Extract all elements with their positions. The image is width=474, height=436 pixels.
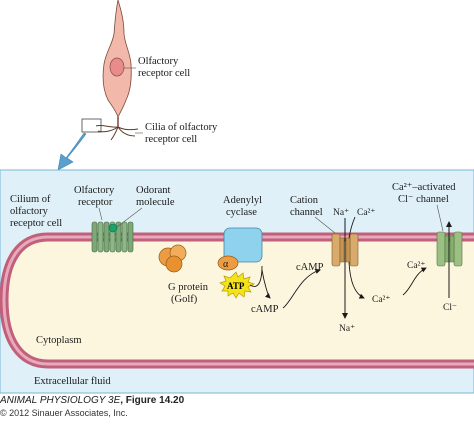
leader-line bbox=[98, 207, 103, 221]
leader-line bbox=[314, 216, 336, 234]
cl-channel-label-2: Cl⁻ channel bbox=[398, 194, 449, 205]
cl-channel-label-1: Ca²⁺–activated bbox=[392, 182, 456, 193]
ca-exit-arrow bbox=[348, 261, 365, 299]
alpha-label: α bbox=[223, 259, 229, 270]
cilium-line bbox=[110, 126, 119, 141]
cilium-line bbox=[97, 126, 119, 133]
receptor-cell-label-1: Olfactory bbox=[138, 56, 179, 67]
leader-line bbox=[116, 207, 143, 228]
g-alpha-subunit bbox=[217, 255, 239, 271]
camp-label-2: cAMP bbox=[296, 262, 324, 273]
figure-caption: ANIMAL PHYSIOLOGY 3E, Figure 14.20 bbox=[0, 395, 184, 406]
ca-right-label: Ca²⁺ bbox=[407, 261, 425, 271]
arrow-ca-to-cl bbox=[402, 267, 427, 296]
receptor-label-1: Olfactory bbox=[74, 185, 115, 196]
odorant-molecule bbox=[108, 223, 118, 233]
cation-channel bbox=[331, 233, 359, 267]
cyclase-label-1: Adenylyl bbox=[223, 195, 262, 206]
odorant-label-2: molecule bbox=[136, 197, 175, 208]
cilia-label-2: receptor cell bbox=[145, 134, 197, 145]
camp-label-1: cAMP bbox=[251, 304, 279, 315]
caption-title: ANIMAL PHYSIOLOGY 3E bbox=[0, 395, 121, 406]
cilium-line bbox=[95, 124, 119, 128]
ca-in-label: Ca²⁺ bbox=[357, 208, 375, 218]
cation-label-2: channel bbox=[290, 207, 323, 218]
zoom-arrow bbox=[57, 132, 87, 171]
cl-channel bbox=[436, 231, 463, 267]
caption-figure: , Figure 14.20 bbox=[120, 395, 185, 406]
cilium-interior bbox=[4, 237, 474, 364]
odorant-label-1: Odorant bbox=[136, 185, 170, 196]
cytoplasm-label: Cytoplasm bbox=[36, 335, 82, 346]
membrane-core bbox=[2, 235, 474, 366]
cilium-label-1: Cilium of bbox=[10, 194, 51, 205]
leader-line bbox=[436, 204, 444, 232]
cilium-label-2: olfactory bbox=[10, 206, 49, 217]
atp-starburst bbox=[219, 271, 255, 299]
cation-label-1: Cation bbox=[290, 195, 319, 206]
na-in-label: Na⁺ bbox=[333, 208, 349, 218]
g-protein bbox=[158, 244, 187, 273]
arrow-to-camp bbox=[261, 269, 271, 299]
g-protein-label-1: G protein bbox=[168, 282, 209, 293]
cilia-label-1: Cilia of olfactory bbox=[145, 122, 218, 133]
ca-flow-arrow bbox=[348, 216, 356, 239]
atp-label: ATP bbox=[227, 281, 245, 291]
arrow-atp bbox=[249, 265, 263, 287]
cyclase-label-2: cyclase bbox=[226, 207, 257, 218]
na-out-label: Na⁺ bbox=[339, 324, 355, 334]
neuron-nucleus bbox=[109, 57, 125, 77]
cilium-line bbox=[117, 126, 139, 131]
extracellular-label: Extracellular fluid bbox=[34, 376, 111, 387]
g-protein-label-2: (Golf) bbox=[171, 294, 198, 305]
zoom-box bbox=[81, 118, 102, 133]
cl-out-label: Cl⁻ bbox=[443, 303, 457, 313]
arrow-camp-to-channel bbox=[282, 268, 321, 309]
copyright: © 2012 Sinauer Associates, Inc. bbox=[0, 408, 128, 418]
ca-out-label: Ca²⁺ bbox=[372, 295, 390, 305]
receptor-cell-label-2: receptor cell bbox=[138, 68, 190, 79]
receptor-label-2: receptor bbox=[78, 197, 113, 208]
olfactory-receptor-cell bbox=[81, 0, 139, 141]
cilium-line bbox=[117, 126, 136, 137]
cilium-label-3: receptor cell bbox=[10, 218, 62, 229]
adenylyl-cyclase bbox=[223, 227, 263, 263]
